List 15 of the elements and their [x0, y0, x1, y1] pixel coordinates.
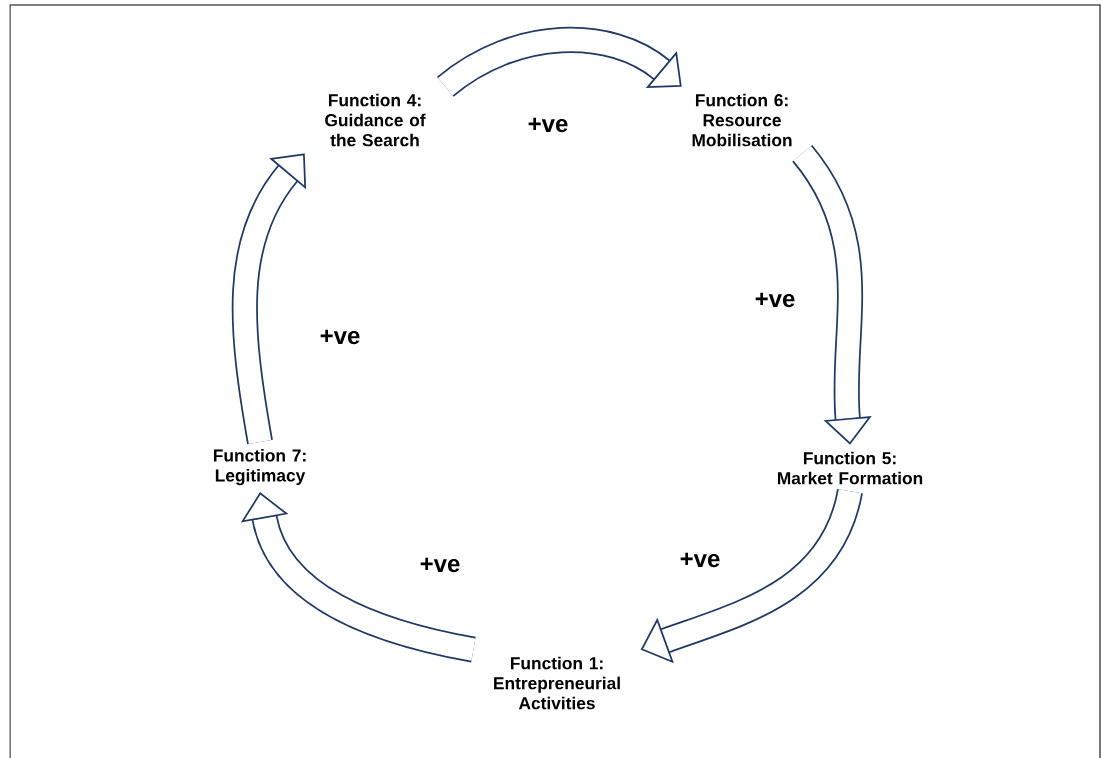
block-arrow — [640, 488, 863, 664]
block-arrow — [240, 492, 476, 663]
node-label: Function 6: Resource Mobilisation — [692, 93, 792, 147]
edge-label: +ve — [420, 557, 460, 573]
edge-label: +ve — [320, 329, 360, 345]
node-label: Function 7: Legitimacy — [213, 448, 306, 486]
edge-label: +ve — [528, 117, 568, 133]
node-label: Function 1: Entrepreneurial Activities — [494, 656, 620, 710]
block-arrow — [437, 27, 682, 98]
node-label: Function 4: Guidance of the Search — [325, 93, 426, 147]
block-arrow — [231, 153, 307, 445]
edge-label: +ve — [755, 292, 795, 308]
node-label: Function 5: Market Formation — [777, 451, 923, 485]
block-arrow — [791, 145, 872, 445]
edge-label: +ve — [680, 552, 720, 568]
